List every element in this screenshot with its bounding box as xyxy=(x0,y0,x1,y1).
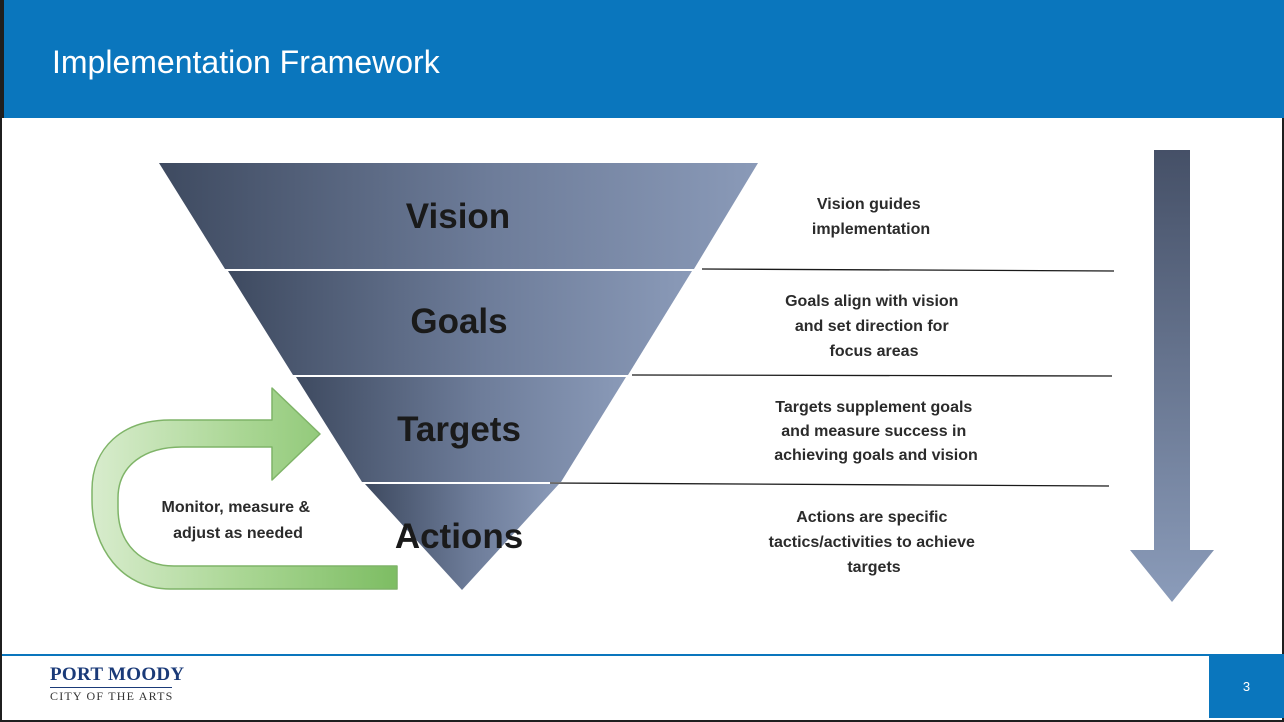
logo-divider xyxy=(50,687,172,688)
funnel-label-targets: Targets xyxy=(397,410,521,449)
funnel-label-goals: Goals xyxy=(410,302,507,341)
slide-header: Implementation Framework xyxy=(2,0,1284,118)
footer-divider xyxy=(2,654,1209,656)
separator-line xyxy=(701,268,1115,272)
logo-name: PORT MOODY xyxy=(50,664,185,685)
description-vision: Vision guides implementation xyxy=(812,196,930,238)
funnel-goals-segment xyxy=(228,271,692,375)
separator-line xyxy=(549,482,1110,487)
funnel-label-actions: Actions xyxy=(395,517,523,556)
funnel-targets-segment xyxy=(296,377,626,482)
page-number: 3 xyxy=(1209,654,1284,718)
down-arrow-icon xyxy=(1130,150,1214,602)
slide-title: Implementation Framework xyxy=(52,44,440,80)
description-targets: Targets supplement goals and measure suc… xyxy=(774,399,978,464)
feedback-loop-arrow-icon xyxy=(91,387,398,590)
logo-tagline: CITY OF THE ARTS xyxy=(50,689,174,703)
description-actions: Actions are specific tactics/activities … xyxy=(769,509,980,576)
separator-line xyxy=(631,374,1113,377)
funnel-label-vision: Vision xyxy=(406,197,510,236)
funnel-vision-segment xyxy=(159,163,758,269)
funnel-actions-segment xyxy=(365,484,559,590)
description-goals: Goals align with vision and set directio… xyxy=(785,293,963,360)
port-moody-logo: PORT MOODY CITY OF THE ARTS xyxy=(50,660,190,706)
feedback-loop-label: Monitor, measure & adjust as needed xyxy=(162,499,315,542)
